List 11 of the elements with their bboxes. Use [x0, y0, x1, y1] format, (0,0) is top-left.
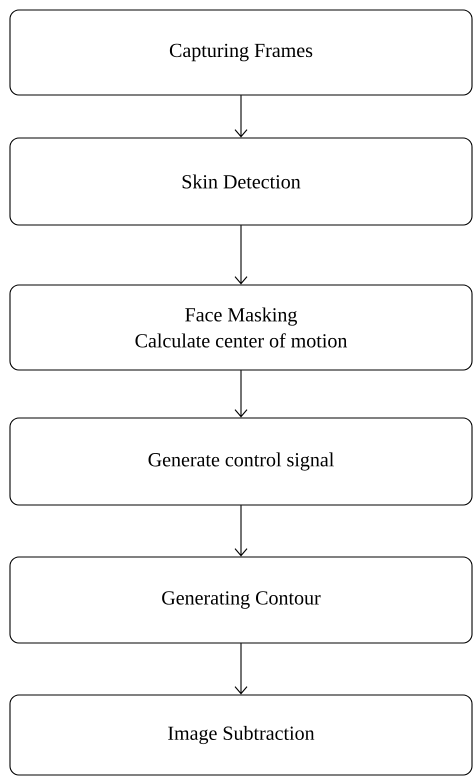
process-box: Generate control signal — [9, 417, 473, 506]
arrow — [234, 96, 248, 138]
arrow — [234, 644, 248, 694]
process-box: Image Subtraction — [9, 694, 473, 776]
arrow — [234, 370, 248, 418]
process-box: Capturing Frames — [9, 9, 473, 96]
process-box: Skin Detection — [9, 137, 473, 226]
arrow — [234, 506, 248, 556]
arrow — [234, 226, 248, 284]
process-box: Face Masking Calculate center of motion — [9, 284, 473, 371]
process-box: Generating Contour — [9, 556, 473, 644]
